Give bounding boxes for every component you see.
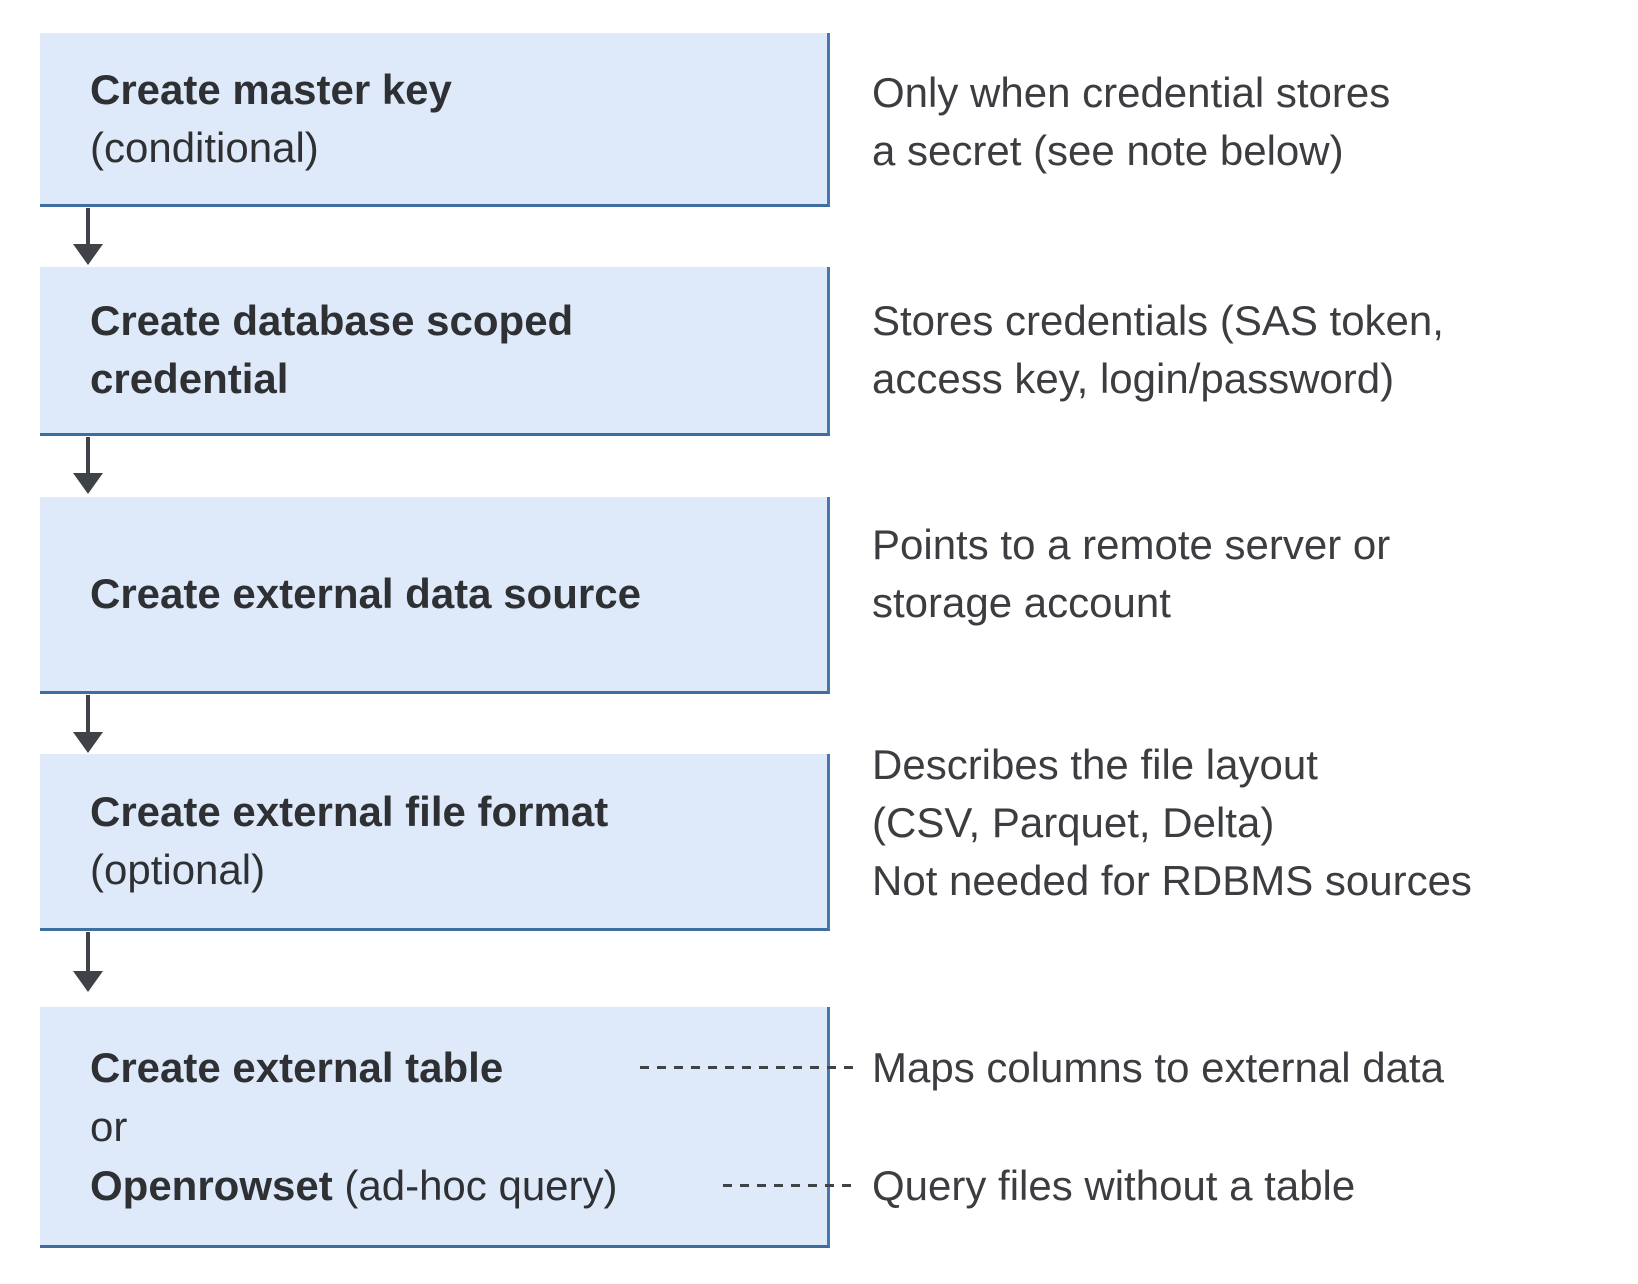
arrow-head: [73, 971, 103, 992]
step-subtitle-external-file-format: (optional): [90, 846, 266, 893]
arrow-shaft: [86, 932, 90, 973]
down-arrow-icon: [73, 932, 103, 992]
step-box-scoped-credential: Create database scoped credential: [40, 267, 830, 436]
step-title-scoped-credential: Create database scoped credential: [90, 297, 574, 402]
step-title-external-file-format: Create external file format: [90, 788, 609, 835]
arrow-shaft: [86, 437, 90, 475]
down-arrow-icon: [73, 208, 103, 265]
step-title-external-table: Create external table: [90, 1043, 504, 1091]
down-arrow-icon: [73, 437, 103, 494]
note-external-data-source: Points to a remote server or storage acc…: [872, 521, 1391, 626]
arrow-head: [73, 473, 103, 494]
note-external-file-format: Describes the file layout (CSV, Parquet,…: [872, 741, 1472, 904]
step-box-external-table: Create external table or Openrowset (ad-…: [40, 1007, 830, 1248]
step-title-external-data-source: Create external data source: [90, 570, 641, 617]
step-subtitle-master-key: (conditional): [90, 123, 319, 171]
step-title-openrowset: Openrowset: [90, 1161, 333, 1209]
arrow-shaft: [86, 695, 90, 734]
step-box-external-data-source: Create external data source: [40, 497, 830, 694]
note-master-key: Only when credential stores a secret (se…: [872, 69, 1391, 174]
step-box-external-file-format: Create external file format (optional): [40, 754, 830, 931]
arrow-head: [73, 732, 103, 753]
arrow-head: [73, 244, 103, 265]
step-openrowset-line: Openrowset (ad-hoc query): [90, 1156, 807, 1215]
step-title-master-key: Create master key: [90, 65, 452, 113]
down-arrow-icon: [73, 695, 103, 753]
note-external-table: Maps columns to external data: [872, 1044, 1444, 1091]
note-scoped-credential: Stores credentials (SAS token, access ke…: [872, 297, 1444, 402]
note-openrowset: Query files without a table: [872, 1162, 1356, 1209]
dashed-connector-openrowset: [723, 1184, 856, 1187]
step-openrowset-suffix: (ad-hoc query): [332, 1161, 618, 1209]
step-box-master-key: Create master key (conditional): [40, 33, 830, 207]
step-or-label: or: [90, 1102, 128, 1150]
dashed-connector-table: [640, 1066, 856, 1069]
arrow-shaft: [86, 208, 90, 246]
